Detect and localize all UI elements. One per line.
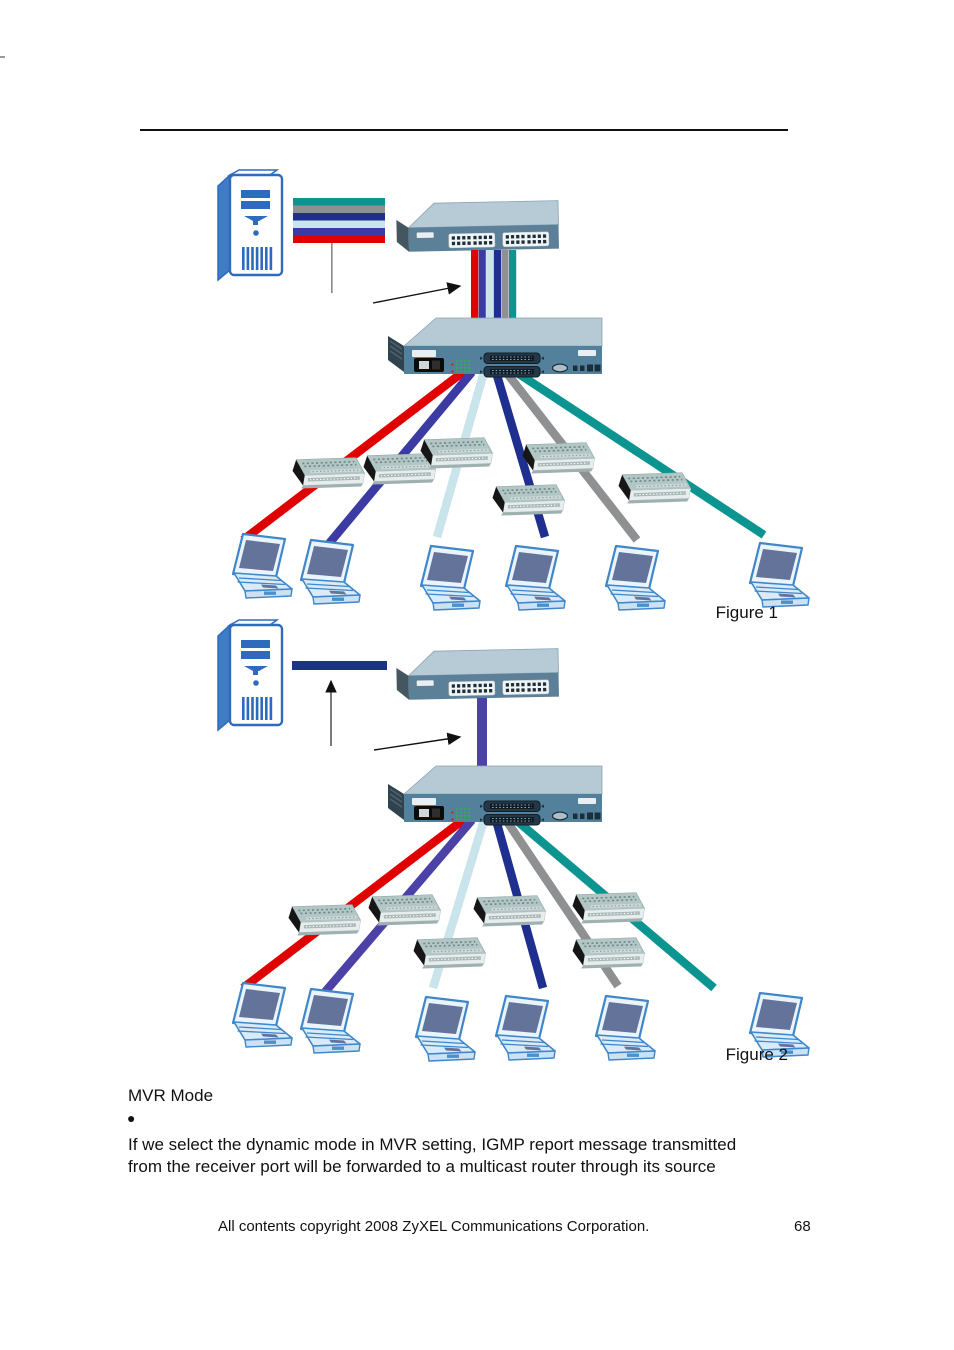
pointer-arrow [372,282,462,304]
modem [361,451,438,487]
modem [471,893,548,929]
figure2-caption: Figure 2 [725,1045,788,1064]
laptop [504,544,567,612]
page-number: 68 [794,1218,811,1235]
page-edge-mark [0,56,5,58]
figure1-diagram [216,168,811,612]
switch-24port [395,200,560,253]
laptop [419,544,482,612]
footer-copyright: All contents copyright 2008 ZyXEL Commun… [218,1218,650,1235]
server-tower [216,168,284,282]
laptop [299,987,362,1055]
section-title: MVR Mode [128,1086,214,1105]
core-switch [387,765,603,826]
core-switch [387,317,603,378]
trunk-cable-bundle [471,250,517,330]
server-tower [216,618,284,732]
modem [570,935,647,971]
ribbon-drop-line [331,243,333,293]
modem [490,482,567,518]
laptop [231,532,294,600]
modem [286,902,363,938]
modem [411,935,488,971]
switch-24port [395,648,560,701]
modem [520,440,597,476]
modem [616,470,693,506]
body-paragraph: If we select the dynamic mode in MVR set… [128,1134,828,1178]
figure1-caption: Figure 1 [715,603,778,622]
pointer-arrow [373,732,462,751]
laptop [604,544,667,612]
modem [570,890,647,926]
modem [366,892,443,928]
stream-ribbon [293,198,385,243]
trunk-cable [477,698,487,768]
laptop [414,995,477,1063]
paragraph-line: from the receiver port will be forwarded… [128,1157,716,1176]
figure2-diagram [216,618,811,1063]
uplink-bar [292,661,387,670]
modem [290,455,367,491]
paragraph-line: If we select the dynamic mode in MVR set… [128,1135,737,1154]
list-bullet: ● [127,1110,136,1126]
modem [418,435,495,471]
header-rule [140,129,788,131]
laptop [231,981,294,1049]
laptop [299,538,362,606]
laptop [748,541,811,609]
laptop [494,994,557,1062]
